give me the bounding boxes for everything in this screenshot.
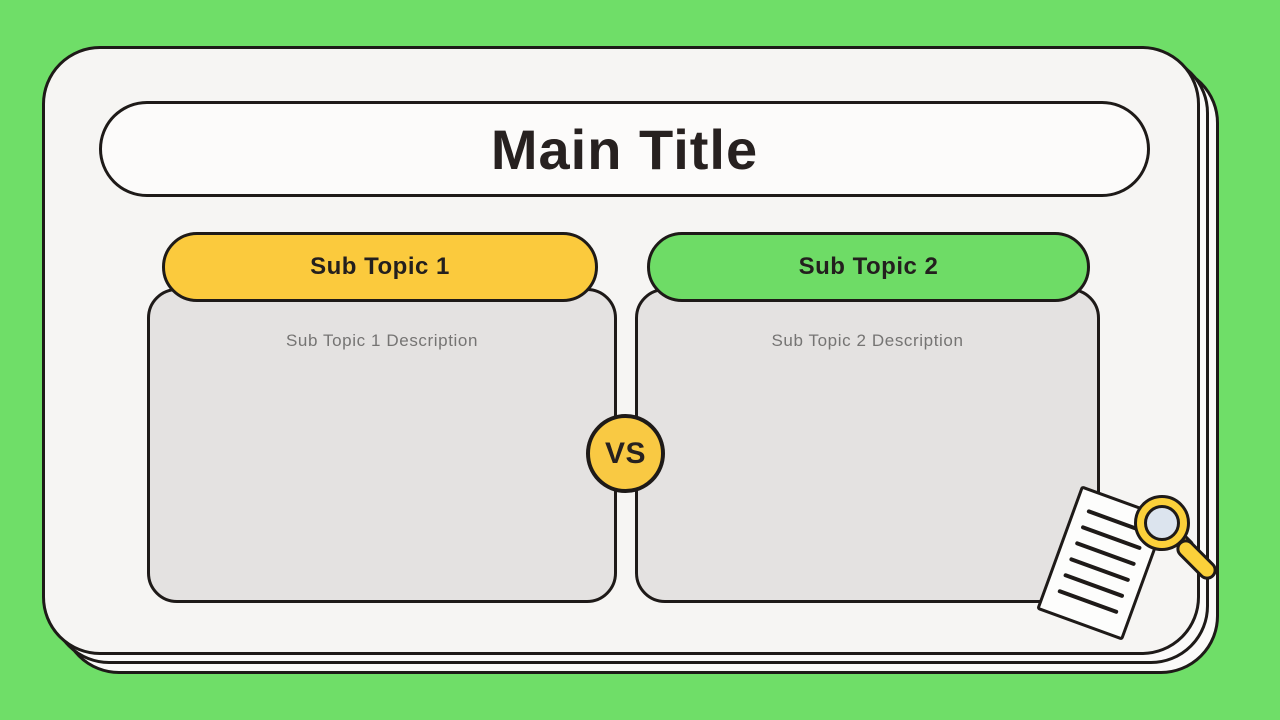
vs-badge-label: VS xyxy=(604,436,647,470)
topic-1-header: Sub Topic 1 xyxy=(162,232,598,302)
topic-2-label: Sub Topic 2 xyxy=(798,253,939,280)
topic-2-header: Sub Topic 2 xyxy=(647,232,1090,302)
page-title: Main Title xyxy=(490,117,759,181)
topic-1-label: Sub Topic 1 xyxy=(310,253,450,280)
topic-panel-2: Sub Topic 2 Description xyxy=(635,288,1100,603)
slide-card: Main Title Sub Topic 1 Description Sub T… xyxy=(42,46,1200,655)
title-banner: Main Title xyxy=(99,101,1150,197)
topic-panel-1: Sub Topic 1 Description xyxy=(147,288,617,603)
vs-badge: VS xyxy=(586,414,665,493)
topic-1-description: Sub Topic 1 Description xyxy=(285,331,479,350)
topic-2-description: Sub Topic 2 Description xyxy=(771,331,964,350)
